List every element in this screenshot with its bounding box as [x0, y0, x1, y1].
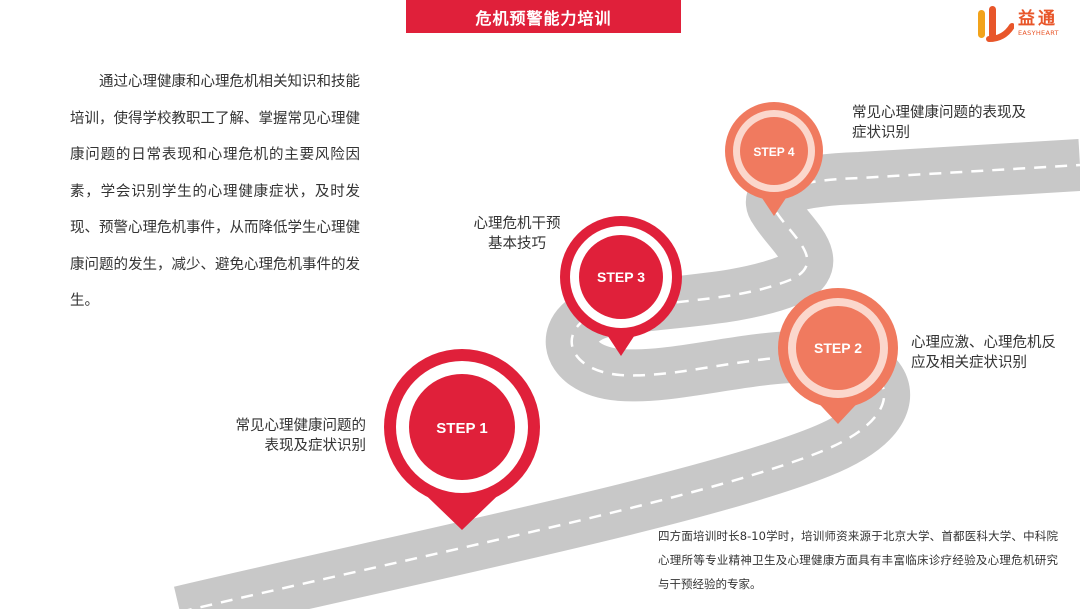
page-title-banner: 危机预警能力培训	[406, 0, 681, 33]
brand-logo: 益通 EASYHEART	[976, 6, 1059, 42]
step-3-marker: STEP 3	[560, 216, 682, 356]
step-4-description: 常见心理健康问题的表现及 症状识别	[852, 103, 1057, 143]
step-2-label: STEP 2	[814, 340, 862, 356]
step-3-description-line-2: 基本技巧	[488, 236, 546, 252]
step-4-label: STEP 4	[753, 145, 794, 159]
step-2-description-line-1: 心理应激、心理危机反	[911, 335, 1056, 351]
step-1-description-line-2: 表现及症状识别	[264, 438, 367, 454]
step-4-marker: STEP 4	[725, 102, 823, 216]
step-1-description-line-1: 常见心理健康问题的	[235, 418, 367, 434]
easyheart-logo-icon	[978, 6, 1014, 42]
step-2-marker: STEP 2	[778, 288, 898, 424]
brand-tagline: EASYHEART	[1018, 29, 1059, 38]
step-3-description-line-1: 心理危机干预	[473, 216, 561, 232]
step-2-description-line-2: 应及相关症状识别	[911, 355, 1027, 371]
step-1-description: 常见心理健康问题的 表现及症状识别	[210, 416, 367, 456]
step-4-description-line-2: 症状识别	[852, 125, 910, 141]
step-4-description-line-1: 常见心理健康问题的表现及	[852, 105, 1026, 121]
step-2-description: 心理应激、心理危机反 应及相关症状识别	[911, 333, 1076, 373]
training-summary: 四方面培训时长8-10学时，培训师资来源于北京大学、首都医科大学、中科院心理所等…	[658, 529, 1058, 591]
step-3-description: 心理危机干预 基本技巧	[450, 214, 584, 254]
intro-paragraph: 通过心理健康和心理危机相关知识和技能培训，使得学校教职工了解、掌握常见心理健康问…	[70, 74, 360, 309]
brand-name: 益通	[1018, 9, 1058, 30]
page-title: 危机预警能力培训	[475, 8, 612, 28]
step-1-label: STEP 1	[436, 420, 487, 437]
step-1-marker: STEP 1	[384, 349, 540, 530]
step-3-label: STEP 3	[597, 269, 645, 285]
road-center-line	[187, 163, 1080, 609]
